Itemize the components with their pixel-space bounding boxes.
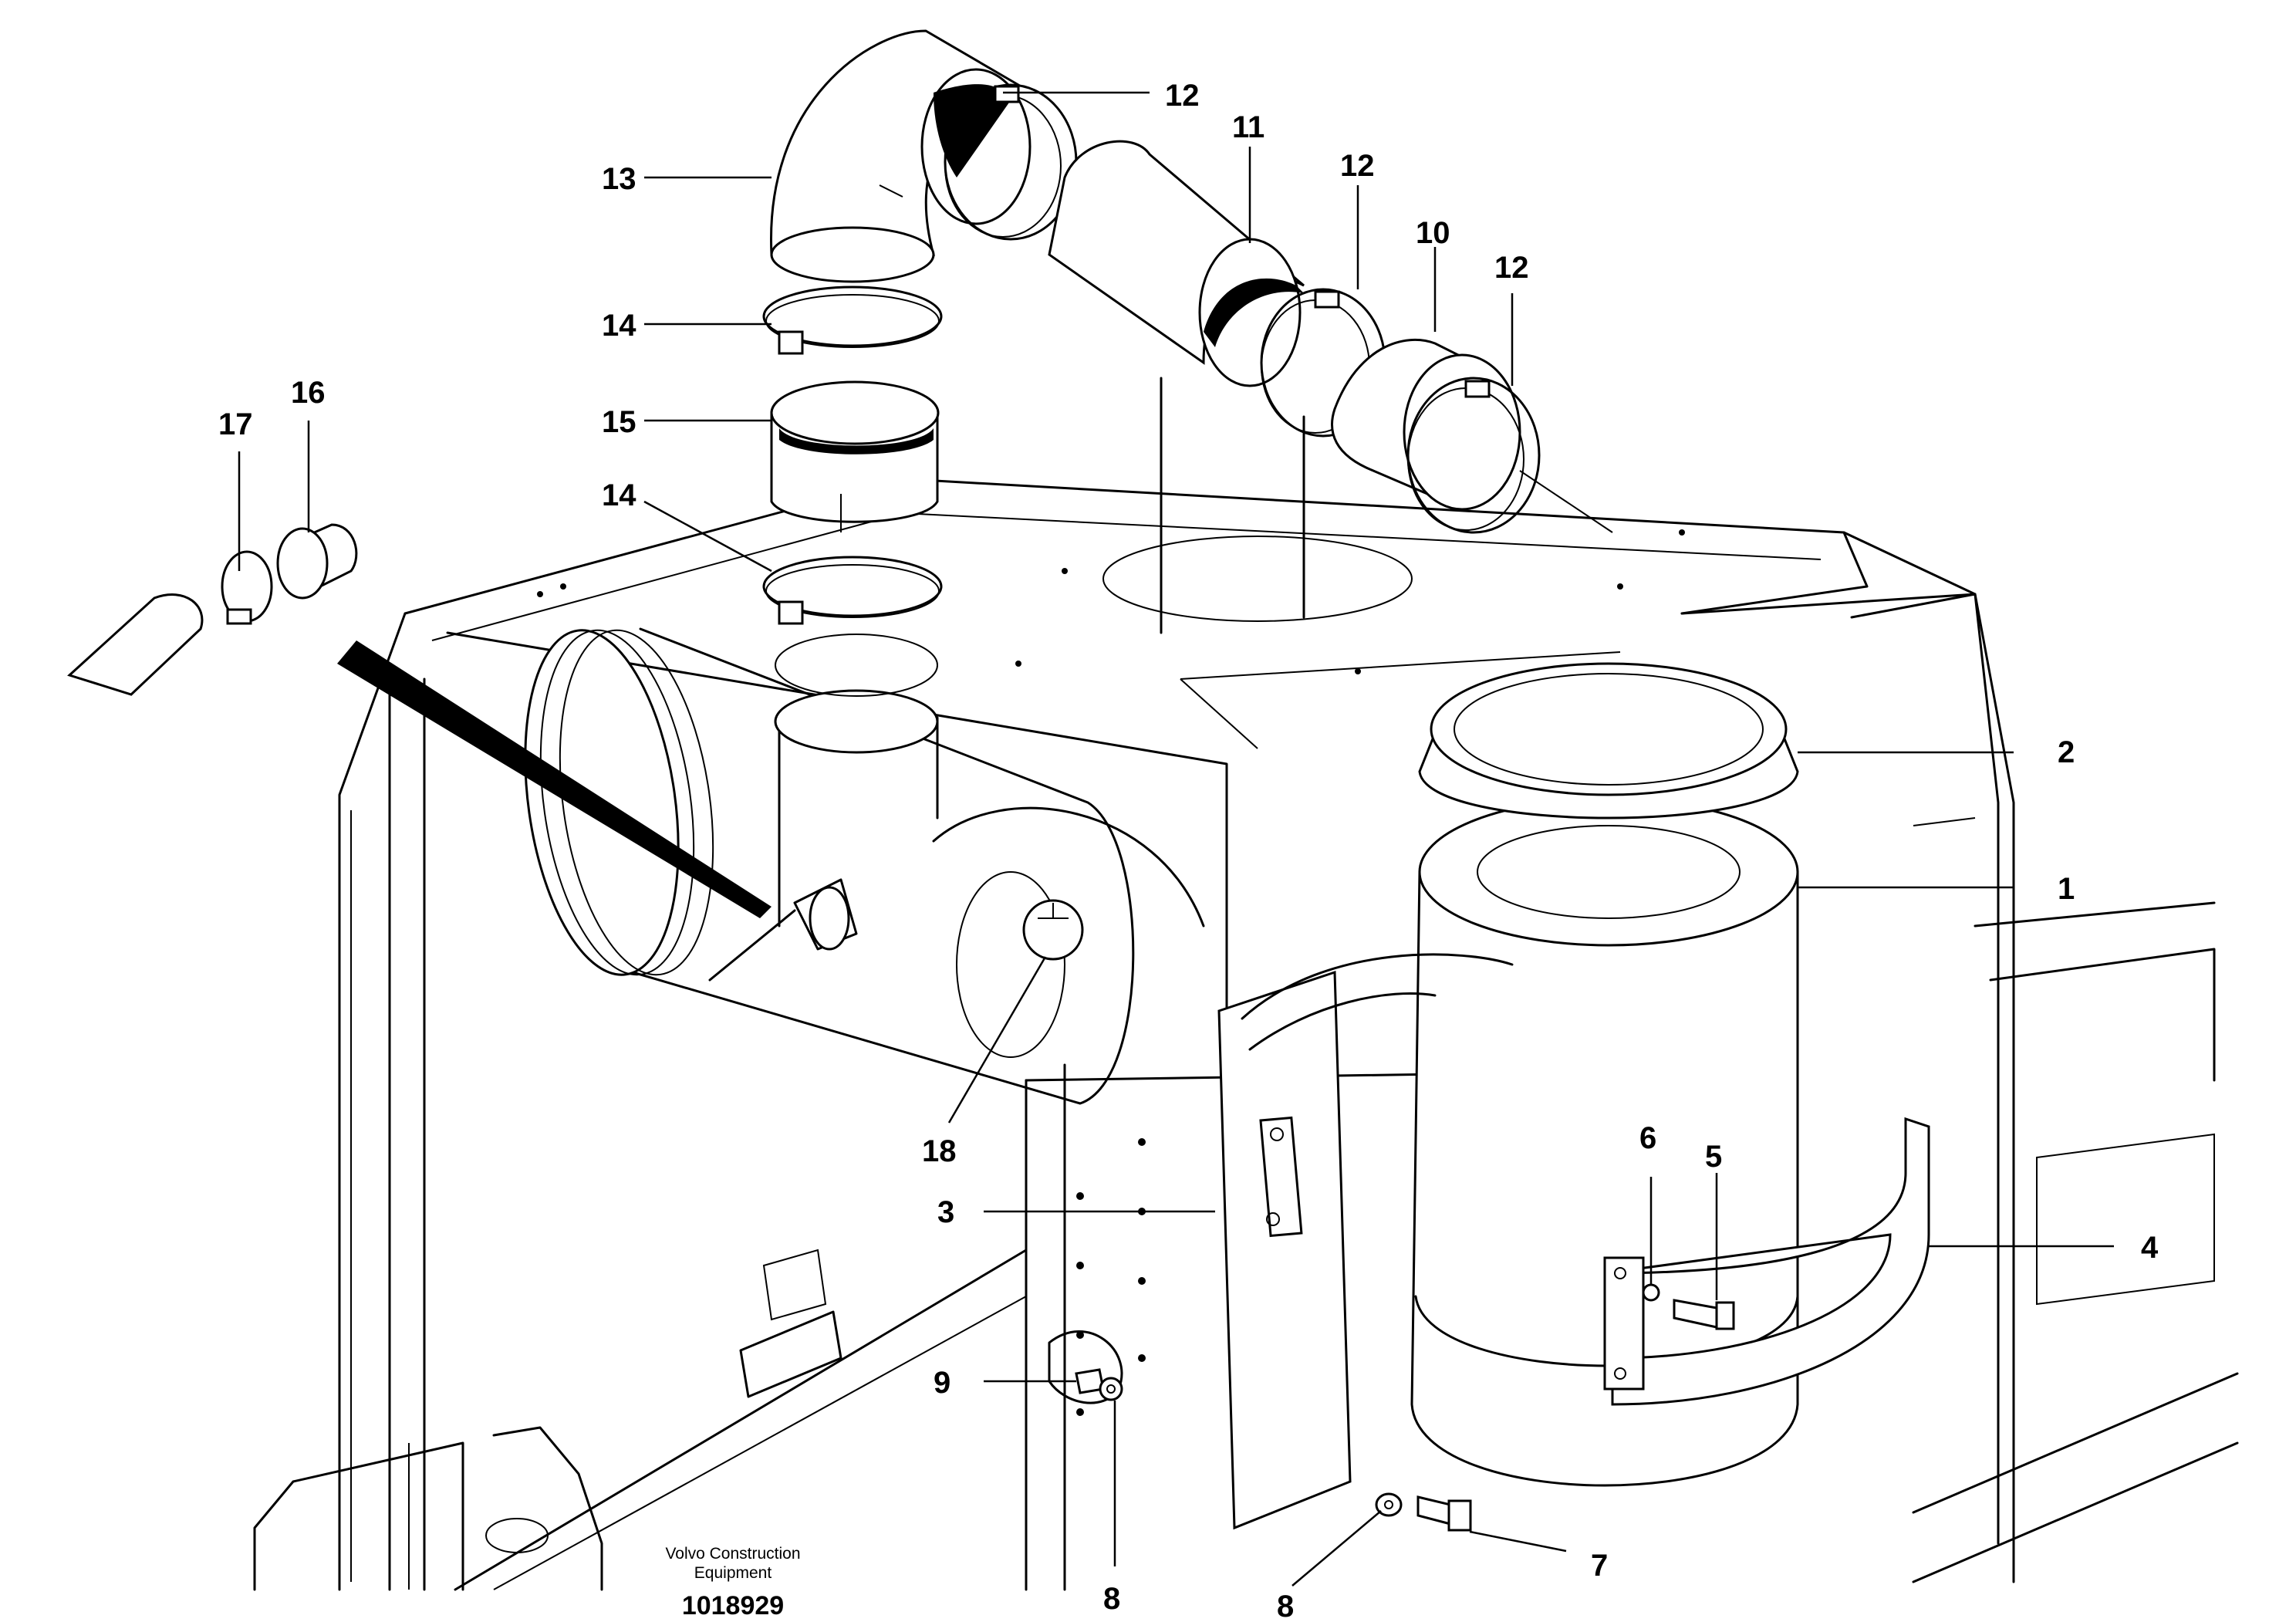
hose-end	[67, 593, 204, 696]
bushing-part-16	[276, 523, 358, 600]
callout-5: 5	[1705, 1140, 1722, 1174]
mounting-bracket-part-3	[1217, 953, 1514, 1530]
callout-1: 1	[2058, 872, 2075, 906]
callout-12-right: 12	[1494, 251, 1529, 285]
machine-housing	[253, 477, 2239, 1591]
callout-13: 13	[602, 162, 636, 196]
precleaner-housing	[524, 627, 1205, 1105]
callout-4: 4	[2141, 1231, 2159, 1265]
callout-9: 9	[934, 1366, 950, 1400]
hose-sleeve-part-15	[770, 380, 940, 532]
bolt-part-7	[1416, 1495, 1472, 1532]
callout-12-middle: 12	[1340, 149, 1375, 183]
callout-7: 7	[1591, 1549, 1608, 1583]
callout-10: 10	[1416, 216, 1450, 250]
intake-stack	[1160, 377, 1305, 634]
callout-17: 17	[218, 407, 253, 441]
publisher-credit: Volvo Construction Equipment 1018929	[665, 1545, 800, 1620]
callout-6: 6	[1639, 1121, 1656, 1155]
credit-line-1: Volvo Construction	[665, 1545, 800, 1563]
bolt-part-5	[1673, 1299, 1735, 1330]
document-number: 1018929	[682, 1591, 784, 1620]
hose-clamp-part-17	[221, 550, 273, 625]
washer-part-8-b	[1375, 1492, 1403, 1517]
callout-14-lower: 14	[602, 478, 636, 512]
callout-14-upper: 14	[602, 309, 636, 343]
callout-8-right: 8	[1277, 1590, 1294, 1622]
callout-2: 2	[2058, 735, 2075, 769]
service-indicator-part-18	[1022, 899, 1084, 961]
callout-3: 3	[937, 1195, 954, 1229]
callout-labels: 1 2 3 4 5 6 7 8 8 9 10 11 12 12 12 13 14…	[218, 79, 2159, 1622]
coupling-part-10	[1331, 338, 1521, 511]
retaining-strap-part-4	[1603, 1117, 1930, 1406]
washer-part-8-a	[1099, 1377, 1123, 1401]
callout-15: 15	[602, 405, 636, 439]
callout-11: 11	[1232, 110, 1264, 144]
inlet-pointer-arrow	[337, 640, 772, 918]
callout-16: 16	[291, 376, 326, 410]
hose-clamp-part-14-a	[762, 286, 943, 355]
elbow-part-13	[770, 29, 1032, 283]
hose-clamp-part-12-c	[1406, 377, 1613, 534]
washer-part-6	[1642, 1283, 1660, 1302]
filter-cover-part-2	[1418, 662, 1799, 819]
hose-clamp-part-14-b	[762, 556, 943, 625]
callout-8-left: 8	[1103, 1582, 1120, 1616]
air-filter-canister-part-1	[1410, 797, 1799, 1487]
callout-12-top: 12	[1165, 79, 1200, 113]
leader-lines	[238, 91, 2114, 1587]
callout-18: 18	[922, 1134, 957, 1168]
intake-pipe-part-11	[1048, 140, 1305, 387]
credit-line-2: Equipment	[694, 1564, 772, 1582]
